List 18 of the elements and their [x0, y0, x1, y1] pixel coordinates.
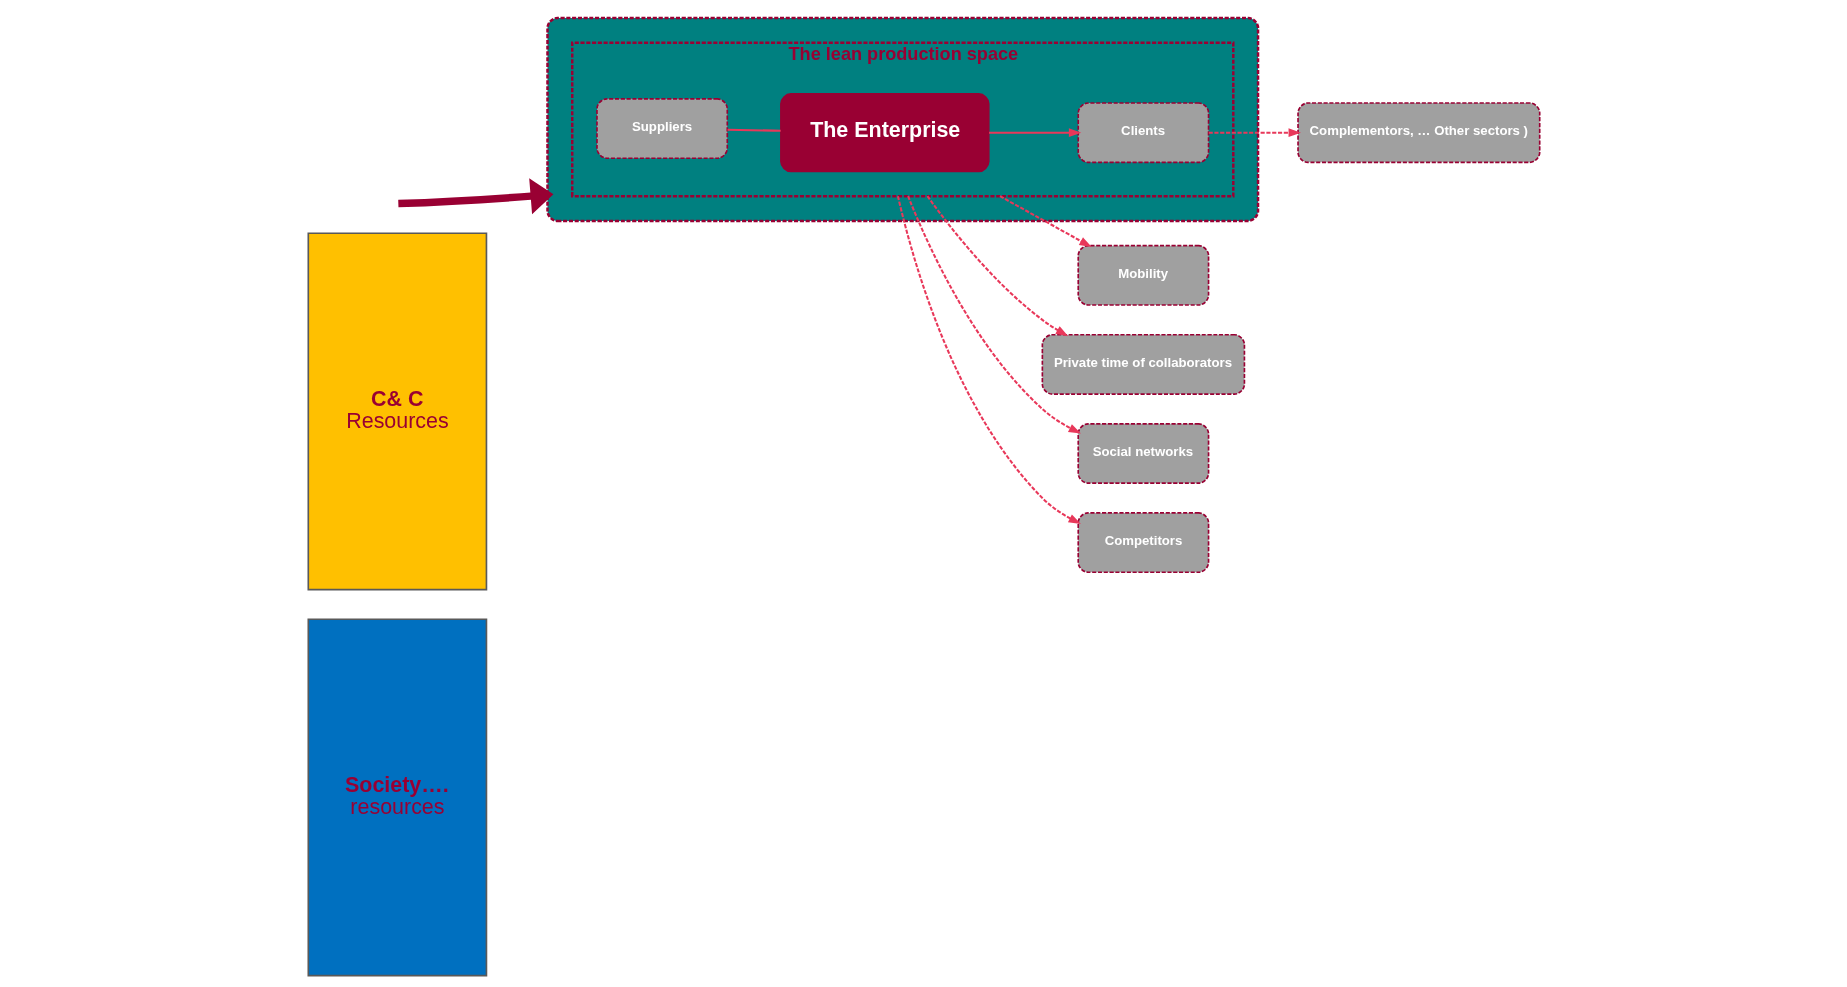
node-box: Private time of collaborators [1041, 333, 1245, 395]
cluster [545, 16, 1259, 223]
node-box: C& C Resources [306, 232, 487, 591]
node-box: Clients [1076, 102, 1209, 164]
arrow [906, 195, 1081, 434]
node-box: Complementors, … Other sectors ) [1296, 102, 1541, 164]
node-box: Mobility [1076, 244, 1209, 306]
node-box: Suppliers [595, 98, 728, 160]
node-box: Competitors [1076, 512, 1209, 574]
node-box: Society…. resources [306, 618, 487, 977]
node-box: The Enterprise [779, 93, 990, 173]
arrow [397, 178, 553, 215]
arrow [1208, 128, 1301, 137]
arrow [988, 128, 1081, 137]
arrow [926, 195, 1068, 337]
node-box: Social networks [1076, 423, 1209, 484]
arrow [896, 195, 1081, 524]
connector [726, 128, 781, 132]
